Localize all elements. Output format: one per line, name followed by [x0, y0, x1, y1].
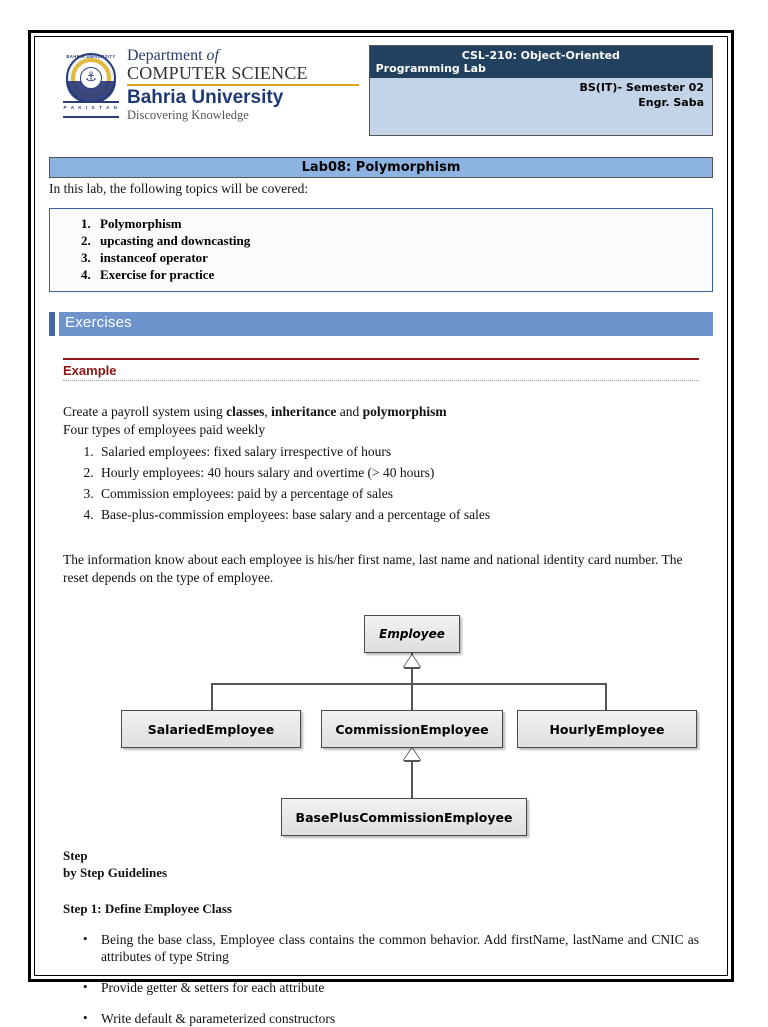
list-item: Hourly employees: 40 hours salary and ov…	[97, 462, 699, 483]
document-header: ⚓ BAHRIA UNIVERSITY P A K I S T A N Depa…	[49, 45, 713, 145]
instructor-label: Engr. Saba	[638, 96, 704, 109]
bahria-university-seal-icon: ⚓ BAHRIA UNIVERSITY P A K I S T A N	[63, 52, 119, 118]
gold-divider	[127, 84, 359, 86]
exercises-accent-tab	[49, 312, 55, 336]
payroll-text-a: Create a payroll system using	[63, 404, 227, 419]
tagline: Discovering Knowledge	[127, 108, 249, 122]
list-item: Provide getter & setters for each attrib…	[83, 978, 699, 996]
payroll-text-c: and	[336, 404, 363, 419]
bahria-university-line: Bahria University	[127, 87, 284, 108]
university-branding: ⚓ BAHRIA UNIVERSITY P A K I S T A N Depa…	[49, 45, 369, 122]
payroll-text-b: ,	[264, 404, 272, 419]
example-body: Create a payroll system using classes, i…	[63, 403, 699, 587]
seal-navy-arch	[66, 80, 116, 103]
uml-arrowhead-to-commission	[404, 748, 420, 760]
payroll-intro-line: Create a payroll system using classes, i…	[63, 403, 699, 421]
course-title-line2: Programming Lab	[375, 62, 486, 75]
employee-info-paragraph: The information know about each employee…	[63, 552, 683, 585]
computer-science-line: COMPUTER SCIENCE	[127, 63, 308, 83]
list-item: Being the base class, Employee class con…	[83, 930, 699, 965]
keyword-inheritance: inheritance	[271, 404, 337, 419]
topics-box: Polymorphism upcasting and downcasting i…	[49, 208, 713, 292]
course-meta-body: BS(IT)- Semester 02 Engr. Saba	[369, 78, 712, 135]
uml-class-diagram: Employee SalariedEmployee CommissionEmpl…	[49, 615, 713, 843]
uml-edge-hourly-riser	[605, 683, 607, 710]
uml-arrowhead-to-employee	[404, 655, 420, 667]
course-title-bar: CSL-210: Object-Oriented Programming Lab	[369, 46, 712, 78]
guidelines-section: Step by Step Guidelines Step 1: Define E…	[63, 847, 699, 1027]
uml-class-base-plus-commission-employee: BasePlusCommissionEmployee	[281, 798, 527, 836]
uml-class-commission-employee: CommissionEmployee	[321, 710, 503, 748]
four-types-line: Four types of employees paid weekly	[63, 422, 266, 437]
uml-edge-bpc-riser	[411, 760, 413, 798]
uml-class-hourly-employee: HourlyEmployee	[517, 710, 697, 748]
page-content: ⚓ BAHRIA UNIVERSITY P A K I S T A N Depa…	[35, 37, 727, 1026]
uml-edge-salaried-riser	[211, 683, 213, 710]
step1-bullets: Being the base class, Employee class con…	[63, 930, 699, 1027]
list-item: Polymorphism	[94, 215, 712, 232]
department-line: Department of	[127, 47, 359, 64]
seal-banner-text: P A K I S T A N	[63, 100, 119, 118]
employee-types-list: Salaried employees: fixed salary irrespe…	[63, 441, 699, 525]
lab-title-bar: Lab08: Polymorphism	[49, 157, 713, 178]
page-frame-outer: ⚓ BAHRIA UNIVERSITY P A K I S T A N Depa…	[28, 30, 734, 1026]
semester-label: BS(IT)- Semester 02	[579, 81, 705, 94]
course-info-box: CSL-210: Object-Oriented Programming Lab…	[368, 45, 713, 136]
department-word: Department	[127, 47, 207, 64]
list-item: Base-plus-commission employees: base sal…	[97, 504, 699, 525]
uml-class-employee: Employee	[364, 615, 460, 653]
page-frame-inner: ⚓ BAHRIA UNIVERSITY P A K I S T A N Depa…	[34, 36, 728, 1026]
topics-list: Polymorphism upcasting and downcasting i…	[50, 215, 712, 283]
seal-anchor-icon: ⚓	[85, 69, 97, 85]
exercises-label: Exercises	[59, 312, 713, 336]
list-item: Salaried employees: fixed salary irrespe…	[97, 441, 699, 462]
example-heading: Example	[63, 358, 699, 381]
uml-edge-bus	[211, 683, 607, 685]
uml-edge-commission-riser	[411, 669, 413, 710]
lab-intro-text: In this lab, the following topics will b…	[49, 181, 309, 196]
keyword-classes: classes	[226, 404, 265, 419]
guidelines-heading-line2: by Step Guidelines	[63, 865, 168, 880]
of-word: of	[206, 47, 219, 64]
seal-inner-disc	[80, 66, 102, 89]
guidelines-heading-line1: Step	[63, 848, 88, 863]
exercises-section-header: Exercises	[49, 312, 713, 336]
list-item: instanceof operator	[94, 249, 712, 266]
course-title-line1: CSL-210: Object-Oriented	[461, 49, 620, 62]
list-item: Write default & parameterized constructo…	[83, 1009, 699, 1027]
uml-class-salaried-employee: SalariedEmployee	[121, 710, 301, 748]
list-item: Commission employees: paid by a percenta…	[97, 483, 699, 504]
list-item: upcasting and downcasting	[94, 232, 712, 249]
seal-top-text: BAHRIA UNIVERSITY	[66, 53, 116, 59]
keyword-polymorphism: polymorphism	[362, 404, 447, 419]
university-text-block: Department of COMPUTER SCIENCE Bahria Un…	[127, 45, 359, 122]
step1-title: Step 1: Define Employee Class	[63, 901, 232, 916]
list-item: Exercise for practice	[94, 266, 712, 283]
